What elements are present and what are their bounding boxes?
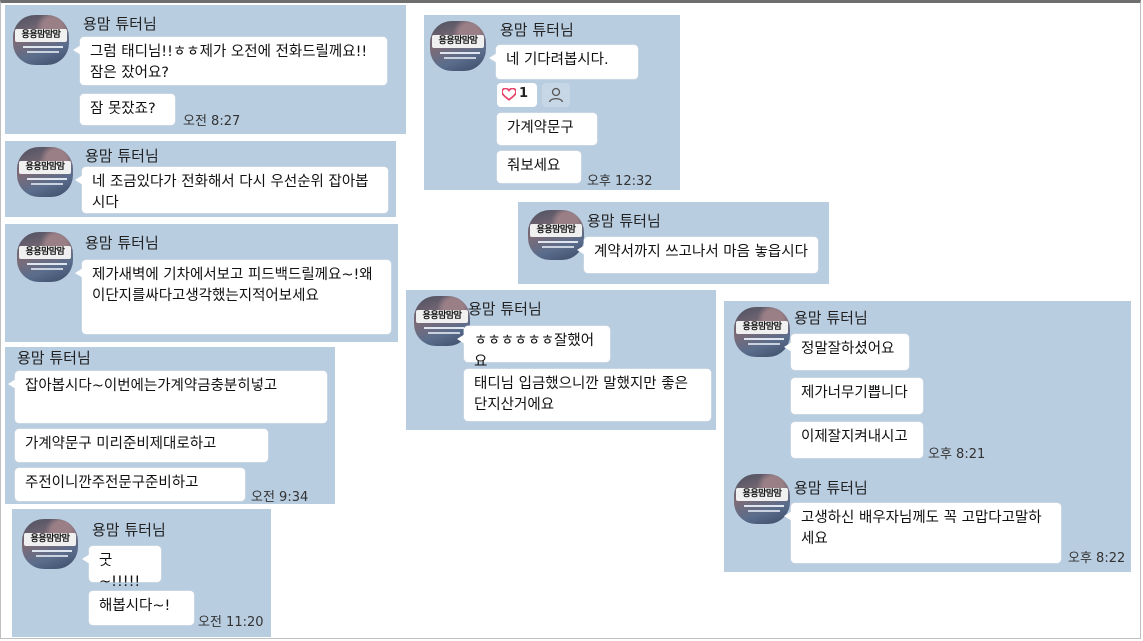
- sender-name: 용맘 튜터님: [468, 300, 542, 318]
- avatar[interactable]: 용용맘맘맘: [734, 307, 790, 357]
- avatar[interactable]: 용용맘맘맘: [414, 296, 470, 346]
- message-bubble[interactable]: 네 기다려봅시다.: [489, 45, 638, 79]
- message-time: 오전 8:27: [183, 114, 241, 129]
- heart-reaction[interactable]: 1: [497, 83, 537, 107]
- message-time: 오후 8:22: [1068, 551, 1126, 566]
- chat-card-9: 용용맘맘맘 용맘 튜터님 정말잘하셨어요 제가너무기쁩니다 이제잘지켜내시고 오…: [724, 301, 1131, 572]
- avatar-label: 용용맘맘맘: [19, 161, 71, 174]
- message-bubble[interactable]: 굿~!!!!!: [82, 546, 161, 590]
- person-icon: [548, 87, 564, 103]
- avatar-label: 용용맘맘맘: [416, 310, 468, 323]
- chat-card-5: 용용맘맘맘 용맘 튜터님 굿~!!!!! 해봅시다~! 오전 11:20: [12, 509, 271, 637]
- chat-card-3: 용용맘맘맘 용맘 튜터님 제가새벽에 기차에서보고 피드백드릴께요~!왜이단지를…: [5, 224, 398, 342]
- message-bubble[interactable]: 그럼 태디님!!ㅎㅎ제가 오전에 전화드릴께요!!잠은 잤어요?: [73, 37, 387, 85]
- chat-card-6: 용용맘맘맘 용맘 튜터님 네 기다려봅시다. 1 가계약문구 줘보세요 오후 1…: [424, 15, 680, 190]
- message-time: 오전 11:20: [198, 615, 264, 630]
- message-bubble[interactable]: 태디님 입금했으니깐 말했지만 좋은단지산거에요: [464, 369, 711, 421]
- avatar-label: 용용맘맘맘: [19, 246, 71, 259]
- chat-card-8: 용용맘맘맘 용맘 튜터님 ㅎㅎㅎㅎㅎㅎ잘했어요 태디님 입금했으니깐 말했지만 …: [406, 290, 716, 430]
- sender-name: 용맘 튜터님: [92, 521, 166, 539]
- avatar[interactable]: 용용맘맘맘: [17, 147, 73, 197]
- sender-name: 용맘 튜터님: [85, 234, 159, 252]
- sender-name: 용맘 튜터님: [794, 479, 868, 497]
- message-bubble[interactable]: 고생하신 배우자님께도 꼭 고맙다고말하세요: [784, 503, 1061, 563]
- avatar[interactable]: 용용맘맘맘: [13, 15, 69, 65]
- message-bubble[interactable]: 제가새벽에 기차에서보고 피드백드릴께요~!왜이단지를싸다고생각했는지적어보세요: [75, 260, 391, 334]
- message-bubble[interactable]: 가계약문구: [497, 113, 597, 145]
- avatar-label: 용용맘맘맘: [432, 35, 484, 48]
- chat-card-1: 용용맘맘맘 용맘 튜터님 그럼 태디님!!ㅎㅎ제가 오전에 전화드릴께요!!잠은…: [5, 5, 406, 134]
- message-bubble[interactable]: 계약서까지 쓰고나서 마음 놓읍시다: [577, 237, 818, 273]
- message-time: 오후 8:21: [928, 447, 986, 462]
- sender-name: 용맘 튜터님: [85, 147, 159, 165]
- sender-name: 용맘 튜터님: [83, 15, 157, 33]
- message-bubble[interactable]: 잠 못잤죠?: [80, 94, 175, 125]
- sender-name: 용맘 튜터님: [500, 21, 574, 39]
- add-reaction-button[interactable]: [542, 83, 570, 107]
- avatar-label: 용용맘맘맘: [530, 224, 582, 237]
- reaction-count: 1: [519, 86, 529, 101]
- avatar[interactable]: 용용맘맘맘: [734, 474, 790, 524]
- avatar[interactable]: 용용맘맘맘: [528, 210, 584, 260]
- avatar[interactable]: 용용맘맘맘: [22, 519, 78, 569]
- chat-card-4: 용맘 튜터님 잡아봅시다~이번에는가계약금충분히넣고 가계약문구 미리준비제대로…: [5, 347, 335, 504]
- sender-name: 용맘 튜터님: [794, 309, 868, 327]
- avatar-label: 용용맘맘맘: [736, 321, 788, 334]
- message-bubble[interactable]: 줘보세요: [497, 151, 581, 183]
- message-bubble[interactable]: 제가너무기쁩니다: [791, 378, 923, 414]
- message-bubble[interactable]: 해봅시다~!: [89, 591, 194, 625]
- message-bubble[interactable]: 이제잘지켜내시고: [791, 422, 923, 458]
- chat-card-7: 용용맘맘맘 용맘 튜터님 계약서까지 쓰고나서 마음 놓읍시다: [518, 202, 829, 284]
- message-bubble[interactable]: 가계약문구 미리준비제대로하고: [15, 429, 268, 462]
- chat-card-2: 용용맘맘맘 용맘 튜터님 네 조금있다가 전화해서 다시 우선순위 잡아봅시다: [5, 141, 396, 217]
- avatar[interactable]: 용용맘맘맘: [17, 232, 73, 282]
- message-time: 오전 9:34: [251, 490, 309, 504]
- message-bubble[interactable]: ㅎㅎㅎㅎㅎㅎ잘했어요: [457, 326, 610, 370]
- avatar-label: 용용맘맘맘: [24, 533, 76, 546]
- message-bubble[interactable]: 정말잘하셨어요: [784, 334, 909, 370]
- message-bubble[interactable]: 잡아봅시다~이번에는가계약금충분히넣고: [8, 371, 327, 423]
- sender-name: 용맘 튜터님: [587, 212, 661, 230]
- heart-icon: [502, 88, 516, 101]
- sender-name: 용맘 튜터님: [17, 349, 91, 367]
- message-bubble[interactable]: 네 조금있다가 전화해서 다시 우선순위 잡아봅시다: [75, 167, 388, 213]
- avatar[interactable]: 용용맘맘맘: [430, 21, 486, 71]
- avatar-label: 용용맘맘맘: [15, 29, 67, 42]
- message-time: 오후 12:32: [587, 174, 653, 189]
- message-bubble[interactable]: 주전이니깐주전문구준비하고: [15, 468, 245, 501]
- avatar-label: 용용맘맘맘: [736, 488, 788, 501]
